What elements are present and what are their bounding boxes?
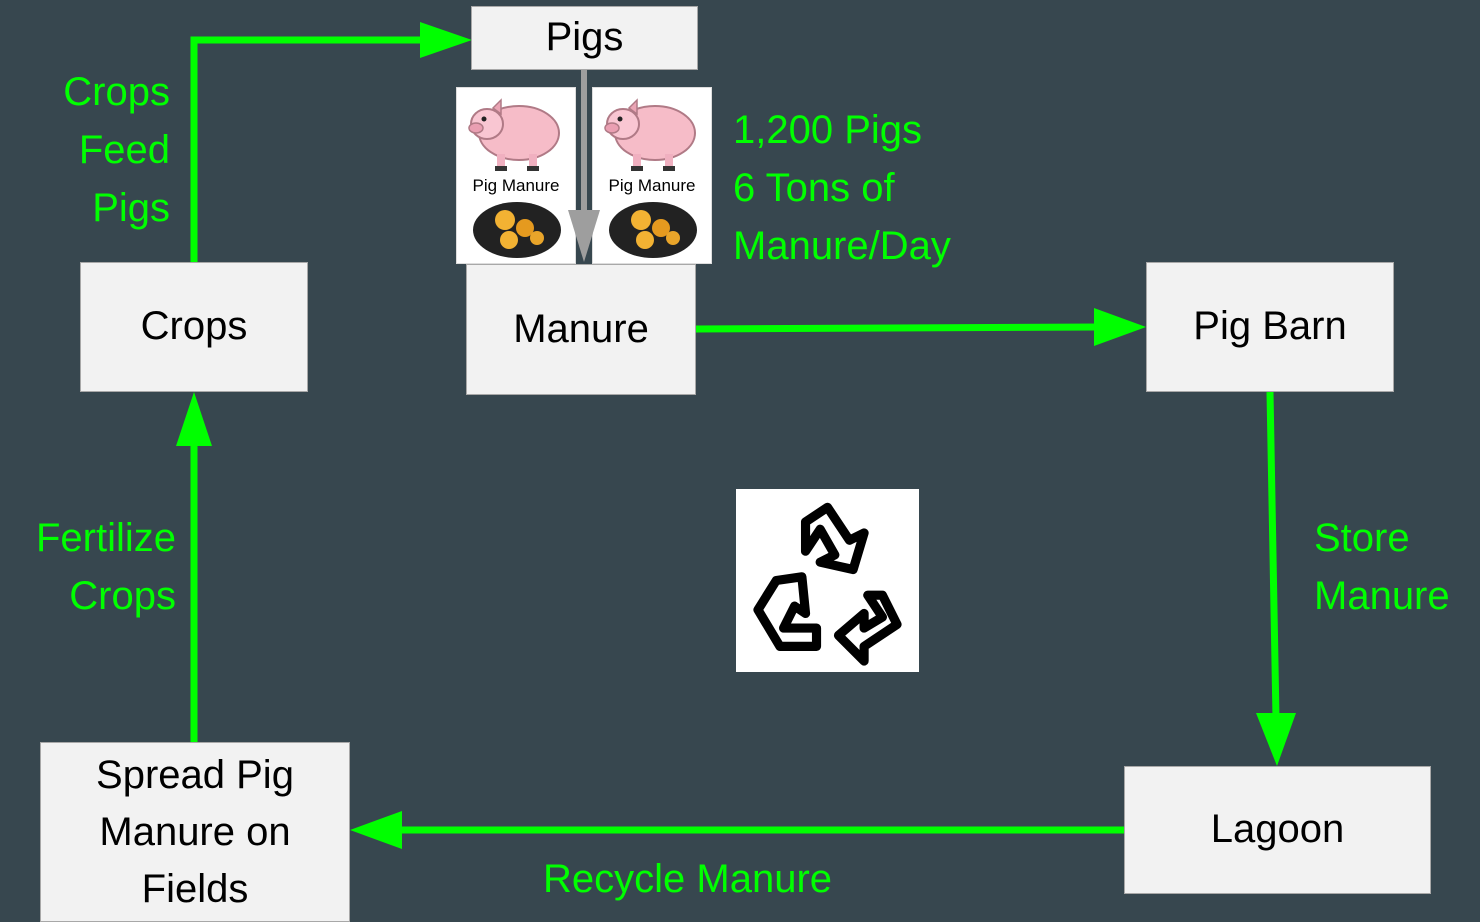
node-lagoon-label: Lagoon <box>1210 807 1345 852</box>
label-crops-feed-pigs-line-3: Pigs <box>92 186 170 230</box>
node-crops-label: Crops <box>140 304 248 349</box>
label-crops-feed-pigs: Crops Feed Pigs <box>20 63 170 237</box>
arrowhead-crops <box>176 392 212 446</box>
node-manure-label: Manure <box>513 306 649 351</box>
label-crops-feed-pigs-line-2: Feed <box>78 128 170 172</box>
arrowhead-spread <box>350 811 402 849</box>
label-fertilize-crops: Fertilize Crops <box>0 509 176 625</box>
arrow-manure-to-barn <box>695 323 1101 333</box>
pig-manure-image-left: Pig Manure <box>456 87 576 264</box>
arrow-crops-to-pigs <box>190 36 425 262</box>
node-spread-line-3: Fields <box>141 866 249 911</box>
node-pigs: Pigs <box>471 6 698 70</box>
label-stats-line-1: 1,200 Pigs <box>733 108 923 152</box>
arrowhead-barn <box>1094 308 1146 346</box>
arrowhead-pigs <box>420 22 472 58</box>
arrow-barn-to-lagoon <box>1266 391 1280 719</box>
node-spread-line-2: Manure on <box>99 809 291 854</box>
node-pigs-label: Pigs <box>545 15 624 60</box>
pig-icon <box>604 98 696 171</box>
label-store-line-2: Manure <box>1314 574 1450 618</box>
node-spread-manure: Spread Pig Manure on Fields <box>40 742 350 922</box>
pig-manure-caption: Pig Manure <box>472 176 560 195</box>
label-stats-line-3: Manure/Day <box>733 224 951 268</box>
pig-icon <box>468 98 560 171</box>
label-fertilize-line-1: Fertilize <box>35 516 176 560</box>
label-pig-stats: 1,200 Pigs 6 Tons of Manure/Day <box>733 101 951 275</box>
label-fertilize-line-2: Crops <box>69 574 176 618</box>
pig-manure-caption: Pig Manure <box>608 176 696 195</box>
manure-pile-icon <box>609 202 697 258</box>
label-store-manure: Store Manure <box>1314 509 1450 625</box>
node-pig-barn: Pig Barn <box>1146 262 1394 392</box>
pig-manure-image-right: Pig Manure <box>592 87 712 264</box>
node-crops: Crops <box>80 262 308 392</box>
node-pig-barn-label: Pig Barn <box>1193 304 1347 349</box>
label-recycle-manure: Recycle Manure <box>543 857 833 901</box>
label-crops-feed-pigs-line-1: Crops <box>63 70 170 114</box>
manure-pile-icon <box>473 202 561 258</box>
arrowhead-lagoon <box>1256 713 1296 766</box>
recycle-icon <box>753 502 902 666</box>
label-stats-line-2: 6 Tons of <box>733 166 895 210</box>
node-spread-line-1: Spread Pig <box>96 752 294 797</box>
node-lagoon: Lagoon <box>1124 766 1431 894</box>
node-manure: Manure <box>466 264 696 395</box>
label-store-line-1: Store <box>1314 516 1410 560</box>
recycle-symbol-image <box>736 489 919 672</box>
